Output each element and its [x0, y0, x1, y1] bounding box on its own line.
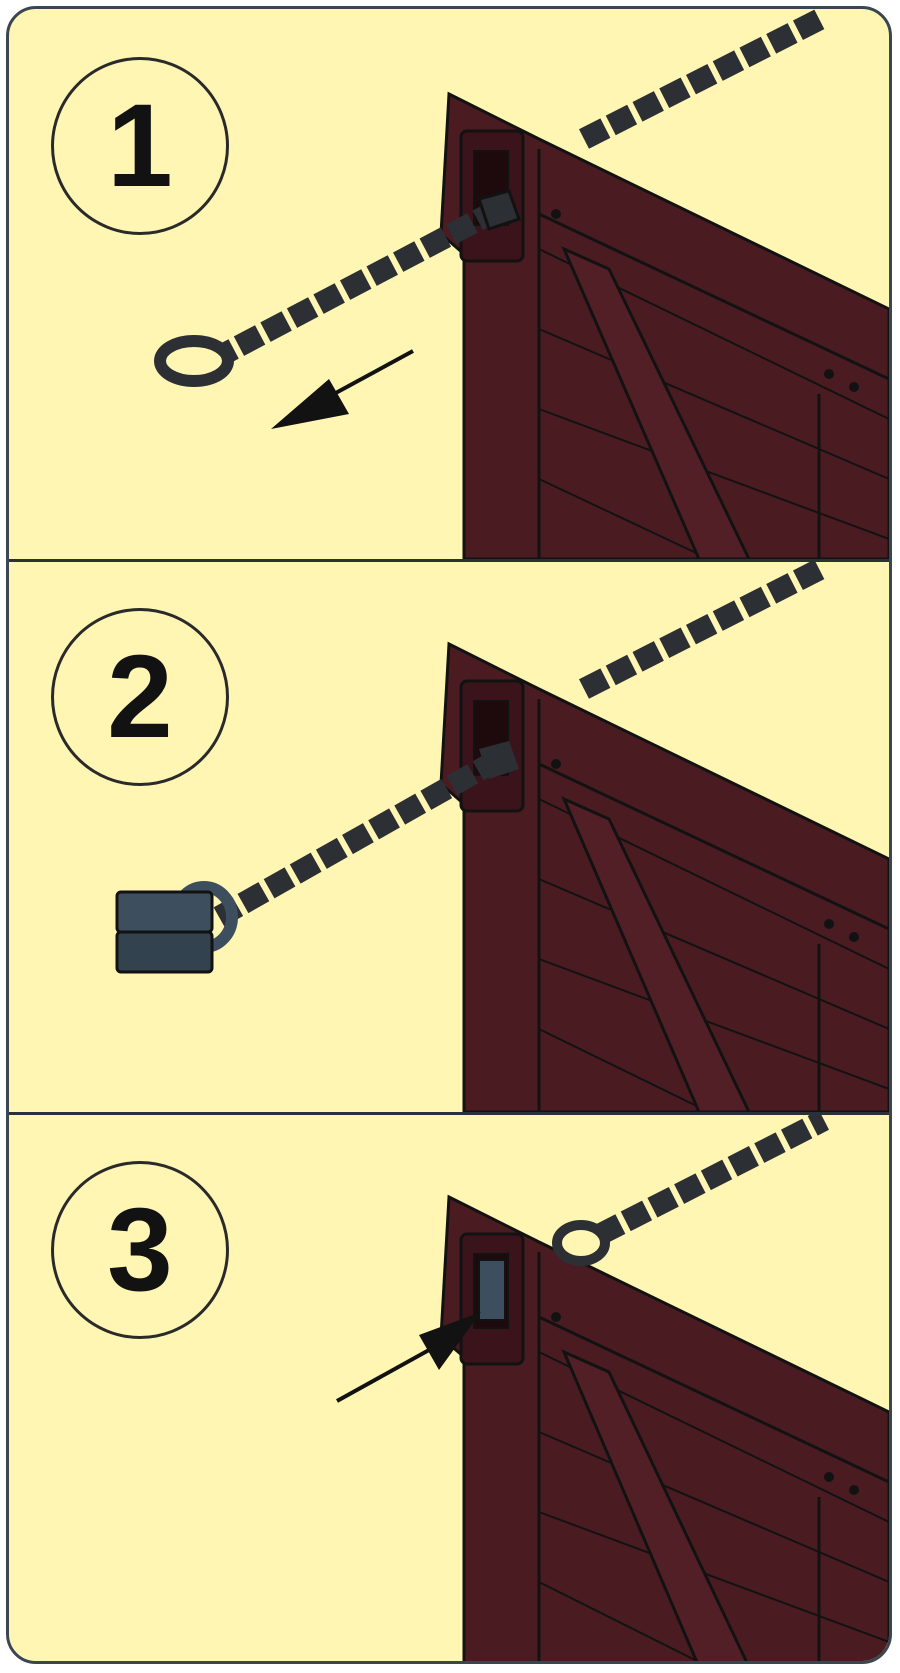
step-number: 1 — [107, 87, 173, 205]
step-number: 2 — [107, 638, 173, 756]
step-3-panel: 3 — [9, 1115, 889, 1664]
step-3-badge: 3 — [51, 1161, 229, 1339]
chain-hook — [117, 887, 232, 972]
chain-hook — [479, 1260, 505, 1320]
step-2-badge: 2 — [51, 608, 229, 786]
chain — [557, 1120, 824, 1261]
step-2-panel: 2 — [9, 562, 889, 1112]
instruction-diagram: 1 — [6, 6, 892, 1664]
push-arrow — [337, 1312, 481, 1401]
step-1-badge: 1 — [51, 57, 229, 235]
step-1-panel: 1 — [9, 9, 889, 559]
pull-arrow — [271, 351, 413, 429]
step-number: 3 — [107, 1191, 173, 1309]
